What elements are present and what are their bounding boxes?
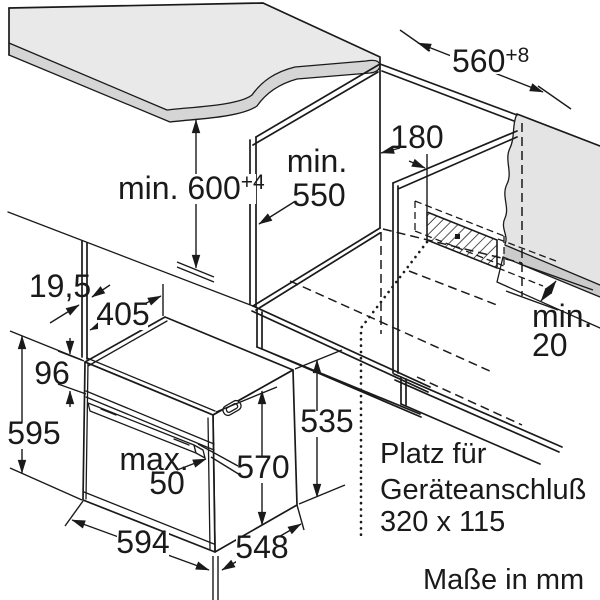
wall-gap-label-1: min. (532, 298, 592, 334)
cabinet-front-line (7, 211, 254, 307)
dim-oven-height: 595 (7, 330, 83, 501)
oven (82, 316, 298, 553)
dim-top-depth: 405 (89, 284, 164, 332)
dim-body-depth: 535 (294, 349, 354, 505)
dim-niche-height: min. 600+4 (112, 119, 265, 283)
oven-width-label: 594 (116, 524, 169, 560)
dim-oven-depth: 548 (221, 504, 305, 571)
handle-depth-label-2: 50 (149, 465, 185, 501)
fascia-height-label: 96 (34, 355, 70, 391)
oven-handle (87, 402, 206, 459)
countertop-torn-edge (8, 42, 380, 111)
room-wall (496, 113, 600, 329)
wall-gap-label-2: 20 (532, 327, 568, 363)
niche-width-label: 560+8 (452, 43, 529, 79)
connection-note-line2: Geräteanschluß (380, 474, 586, 506)
top-depth-label: 405 (96, 296, 149, 332)
dim-niche-depth: min. 550 (258, 143, 347, 225)
socket-offset-label: 180 (390, 119, 443, 155)
niche-depth-label-2: 550 (292, 177, 345, 213)
panel-thickness-label: 19,5 (29, 268, 91, 304)
dim-socket-offset: 180 (380, 119, 444, 211)
countertop (8, 2, 381, 123)
niche-depth-label-1: min. (287, 143, 347, 179)
connection-hatch (426, 210, 498, 270)
dim-front-height: 570 (215, 386, 290, 526)
dim-fascia-height: 96 (34, 338, 87, 407)
dim-oven-width: 594 (64, 500, 219, 600)
dim-panel-thickness: 19,5 (29, 268, 111, 324)
oven-height-label: 595 (7, 415, 60, 451)
connection-projection-line (359, 240, 429, 542)
units-note: Maße in mm (423, 564, 584, 596)
cabinet-panel-edge (81, 240, 88, 360)
handle-depth-label-1: max. (119, 441, 188, 477)
connection-note-line3: 320 x 115 (380, 506, 505, 538)
body-depth-label: 535 (300, 403, 353, 439)
niche-height-label: min. 600+4 (118, 170, 265, 206)
annotations: Platz für Geräteanschluß 320 x 115 Maße … (380, 438, 586, 596)
connection-center-dot (455, 234, 460, 239)
connection-note-line1: Platz für (380, 438, 487, 470)
front-height-label: 570 (236, 449, 289, 485)
connection-area (359, 200, 557, 542)
oven-control-panel (85, 390, 215, 451)
dim-wall-gap: min. 20 (505, 263, 594, 363)
oven-depth-label: 548 (235, 529, 288, 565)
dim-niche-width: 560+8 (399, 29, 572, 110)
